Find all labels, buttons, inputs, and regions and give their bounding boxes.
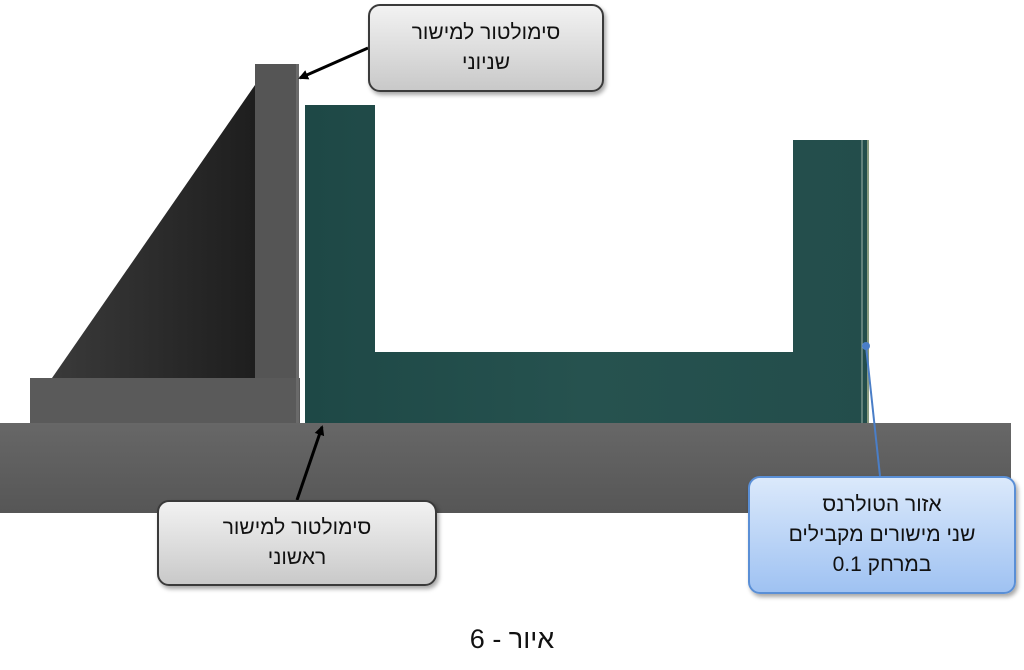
fixture-base (30, 378, 300, 423)
callout-line: סימולטור למישור (411, 21, 561, 44)
secondary-datum-leader (298, 46, 369, 80)
tolerance-zone-leader-dot (862, 342, 870, 350)
secondary-datum-callout: סימולטור למישור שניוני (368, 4, 604, 92)
secondary-datum-upright (255, 64, 299, 378)
callout-line: שניוני (461, 51, 511, 74)
tolerance-zone-callout: אזור הטולרנס שני מישורים מקבילים במרחק 0… (748, 476, 1016, 594)
primary-datum-leader (295, 425, 325, 501)
fixture-upright-edge (296, 64, 299, 423)
fixture-wedge (52, 85, 255, 378)
figure-caption: איור - 6 (469, 624, 555, 654)
primary-datum-callout: סימולטור למישור ראשוני (157, 500, 437, 586)
tolerance-zone-leader (865, 345, 881, 477)
callout-line: במרחק 0.1 (832, 553, 932, 576)
u-shaped-part (305, 105, 868, 423)
callout-line: שני מישורים מקבילים (788, 523, 976, 546)
callout-line: אזור הטולרנס (822, 493, 942, 516)
callout-line: ראשוני (267, 546, 327, 569)
callout-line: סימולטור למישור (222, 516, 372, 539)
